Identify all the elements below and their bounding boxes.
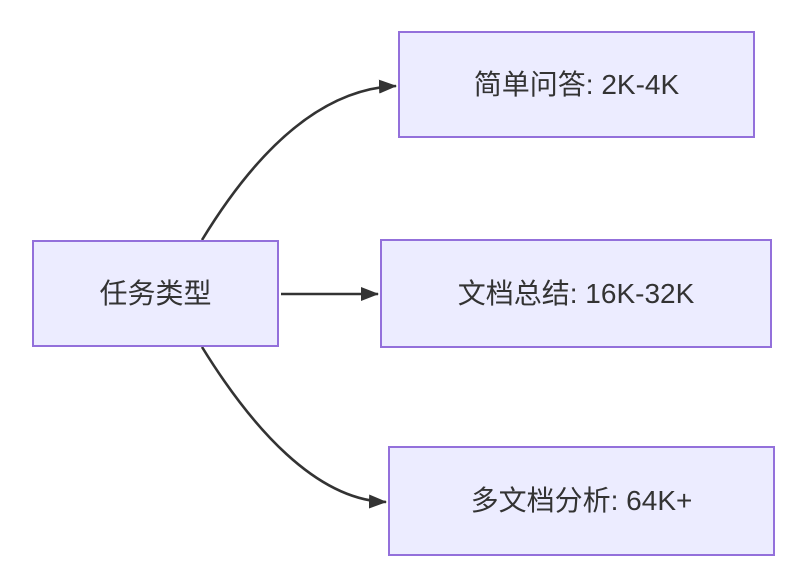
node-multi-doc: 多文档分析: 64K+ — [388, 446, 775, 556]
node-doc-summary: 文档总结: 16K-32K — [380, 239, 772, 348]
node-multi-doc-label: 多文档分析: 64K+ — [470, 485, 693, 517]
edge-task-type-to-simple-qa — [200, 79, 397, 241]
node-task-type: 任务类型 — [32, 240, 279, 347]
node-doc-summary-label: 文档总结: 16K-32K — [457, 277, 695, 309]
node-task-type-label: 任务类型 — [99, 277, 212, 309]
node-simple-qa-label: 简单问答: 2K-4K — [473, 68, 680, 100]
node-simple-qa: 简单问答: 2K-4K — [398, 31, 755, 138]
edge-task-type-to-multi-doc — [200, 346, 387, 509]
